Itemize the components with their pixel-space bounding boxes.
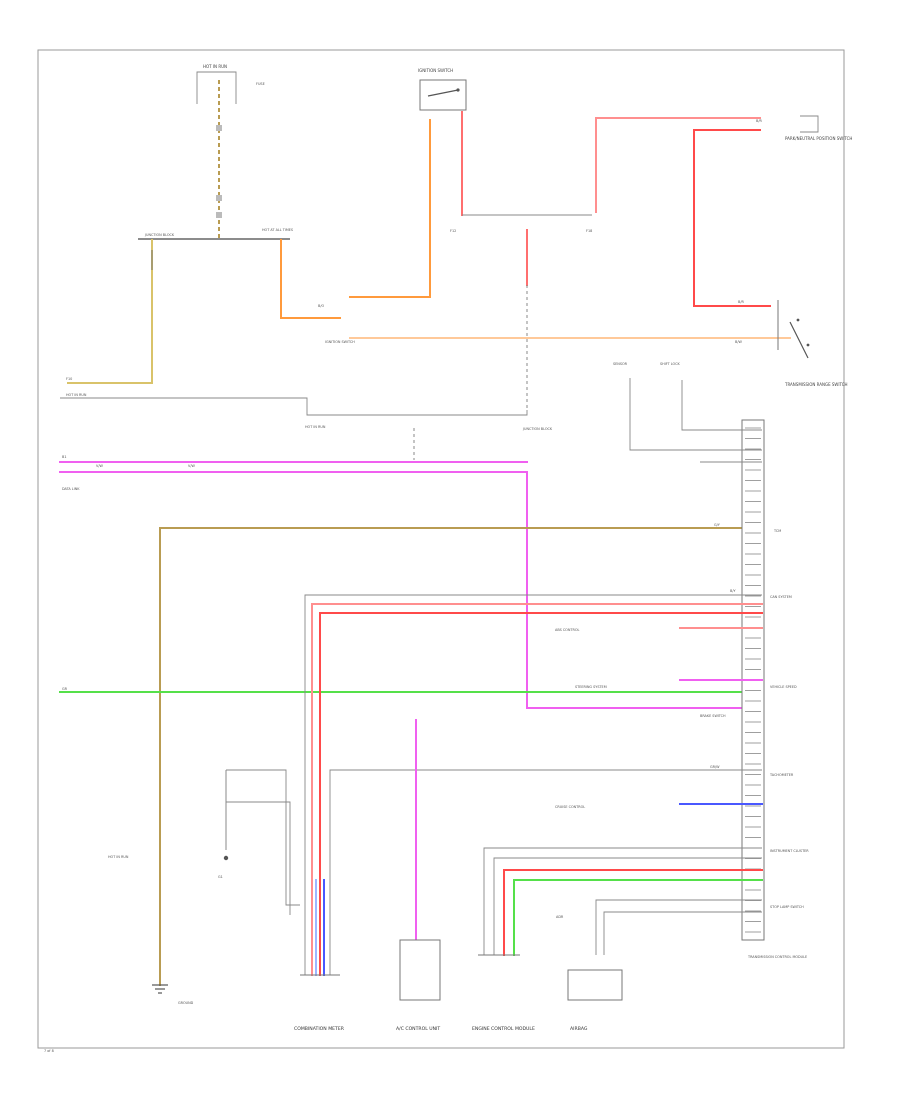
ac-control-label: A/C CONTROL UNIT (396, 1026, 440, 1032)
svg-text:B1: B1 (62, 455, 66, 459)
junction-label-2: JUNCTION BLOCK (522, 427, 553, 431)
wire-red-big (693, 129, 771, 307)
wire-gray-f (603, 911, 762, 955)
wire-red-c (503, 869, 763, 956)
fuse-block-top-left: HOT IN RUN FUSE JUNCTION BLOCK HOT AT AL… (138, 64, 293, 240)
svg-text:B/R: B/R (738, 300, 744, 304)
wire-gray-upper (60, 397, 528, 416)
sensor-group: SENSOR SHIFT LOCK (613, 362, 762, 463)
wire-tan-main (159, 527, 763, 986)
hot-label-center: HOT IN RUN (305, 425, 326, 429)
svg-text:B/Y: B/Y (730, 589, 736, 593)
abs-control-label: ABS CONTROL (555, 628, 579, 632)
svg-text:V/W: V/W (188, 464, 195, 468)
svg-text:G/Y: G/Y (714, 523, 721, 527)
hot-in-run-label: HOT IN RUN (203, 64, 227, 69)
ground-symbol: GROUND (152, 984, 194, 1005)
fuse-label: FUSE (256, 82, 265, 86)
airbag-box: ADR AIRBAG (556, 915, 623, 1032)
wire-green-d (513, 879, 763, 956)
stop-lamp-label: STOP LAMP SWITCH (770, 905, 804, 909)
wire-gray-a (483, 847, 762, 955)
park-neutral-switch: PARK/NEUTRAL POSITION SWITCH (785, 115, 852, 141)
wire-gray-meter (329, 769, 762, 975)
instrument-cluster-label: INSTRUMENT CLUSTER (770, 849, 809, 853)
svg-text:B/R: B/R (756, 119, 762, 123)
wire-gray-b (493, 857, 762, 955)
ground-label: GROUND (178, 1001, 194, 1005)
engine-control-box: ENGINE CONTROL MODULE (472, 954, 535, 1032)
adr-label: ADR (556, 915, 564, 919)
junction-label: JUNCTION BLOCK (144, 233, 175, 237)
wire-orange-1 (280, 239, 341, 319)
cruise-control-label: CRUISE CONTROL (555, 805, 585, 809)
svg-text:F18: F18 (586, 229, 592, 233)
wire-pink-mid (311, 603, 763, 976)
svg-text:V/W: V/W (96, 464, 103, 468)
transmission-range-switch: TRANSMISSION RANGE SWITCH (777, 300, 848, 387)
tachometer-label: TACHOMETER (769, 773, 794, 777)
hot-label-left: HOT IN RUN (66, 393, 87, 397)
brake-sw-label: BRAKE SWITCH (700, 714, 726, 718)
ignition-switch: IGNITION SWITCH (418, 68, 467, 111)
park-neutral-label: PARK/NEUTRAL POSITION SWITCH (785, 136, 852, 141)
svg-text:B/O: B/O (318, 304, 324, 308)
wire-gray-e (595, 899, 762, 955)
hot-at-all-times-label: HOT AT ALL TIMES (262, 228, 293, 232)
airbag-label: AIRBAG (570, 1026, 588, 1032)
svg-text:GR/W: GR/W (710, 765, 720, 769)
svg-text:B/W: B/W (735, 340, 742, 344)
wire-violet-2 (59, 471, 763, 709)
ignition-switch-title: IGNITION SWITCH (418, 68, 453, 73)
combination-meter-label: COMBINATION METER (294, 1026, 345, 1032)
vehicle-speed-label: VEHICLE SPEED (770, 685, 797, 689)
svg-text:GR: GR (62, 687, 68, 691)
ac-control-box: A/C CONTROL UNIT (396, 939, 441, 1032)
wire-red-mid (319, 612, 763, 976)
tcm-bottom-label: TRANSMISSION CONTROL MODULE (747, 955, 807, 959)
steering-system-label: STEERING SYSTEM (575, 685, 607, 689)
sensor-label: SENSOR (613, 362, 628, 366)
engine-control-label: ENGINE CONTROL MODULE (472, 1026, 535, 1032)
wire-orange-2 (349, 119, 431, 298)
svg-text:F12: F12 (450, 229, 456, 233)
diagram-frame (37, 49, 845, 1049)
svg-text:F10: F10 (66, 377, 72, 381)
combination-meter-box: COMBINATION METER (294, 974, 345, 1032)
g1-label: G1 (218, 875, 223, 879)
tcm-label: TCM (773, 529, 781, 533)
hot-label-bottom: HOT IN RUN (108, 855, 129, 859)
page-number: 7 of 8 (44, 1049, 54, 1053)
data-link-label: DATA LINK (62, 487, 80, 491)
relay-module: G1 (218, 769, 300, 915)
wire-tan-left (67, 239, 153, 384)
ignition-label: IGNITION SWITCH (325, 340, 355, 344)
wire-pink-top (595, 117, 761, 213)
wire-gray-mid (304, 594, 762, 975)
transmission-range-label: TRANSMISSION RANGE SWITCH (784, 382, 848, 387)
can-system-label: CAN SYSTEM (770, 595, 792, 599)
shift-lock-label: SHIFT LOCK (660, 362, 681, 366)
